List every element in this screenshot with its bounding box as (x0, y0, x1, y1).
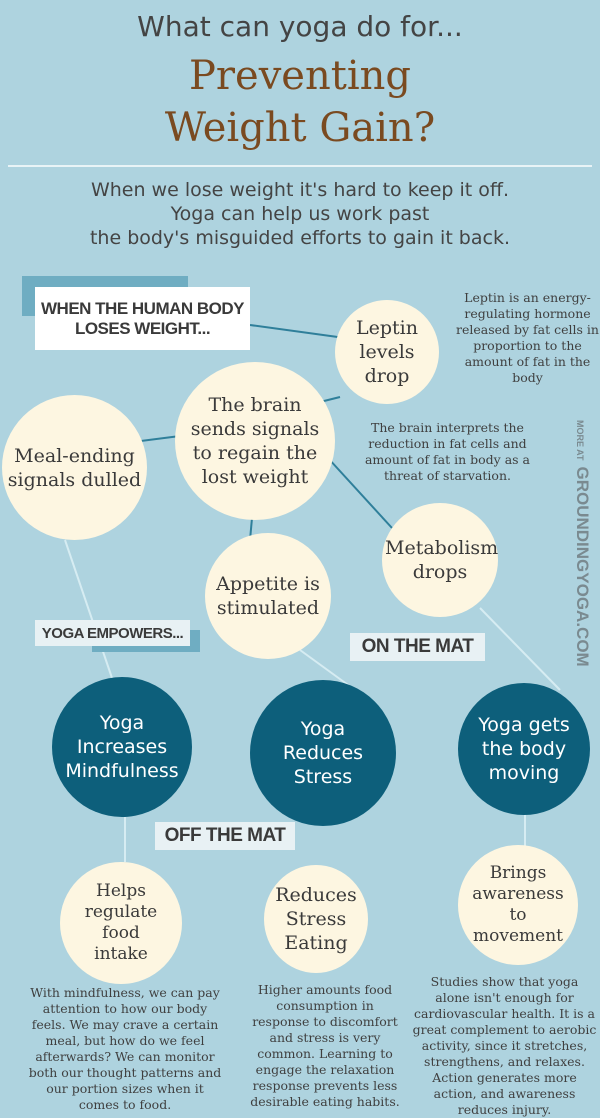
bubble-text: Metabolism drops (385, 537, 499, 583)
bubble-stress-eating: Reduces Stress Eating (264, 865, 368, 973)
bubble-meal-ending: Meal-ending signals dulled (2, 395, 147, 540)
label-body-loses-weight: WHEN THE HUMAN BODY LOSES WEIGHT... (35, 287, 250, 350)
bubble-text: Meal-ending signals dulled (7, 444, 142, 491)
label-yoga-empowers: YOGA EMPOWERS... (35, 620, 190, 646)
subtitle: When we lose weight it's hard to keep it… (0, 178, 600, 250)
bubble-appetite: Appetite is stimulated (205, 533, 331, 659)
page-title: Preventing Weight Gain? (0, 50, 600, 154)
subtitle-line: When we lose weight it's hard to keep it… (90, 179, 510, 201)
bubble-yoga-mindfulness: Yoga Increases Mindfulness (52, 677, 192, 817)
title-line-1: Preventing (189, 53, 411, 99)
bubble-text: Yoga gets the body moving (478, 714, 570, 784)
bubble-text: Brings awareness to movement (472, 863, 564, 946)
bubble-awareness: Brings awareness to movement (458, 845, 578, 965)
note-moving: Studies show that yoga alone isn't enoug… (412, 974, 597, 1117)
bubble-brain: The brain sends signals to regain the lo… (175, 362, 335, 520)
bubble-metabolism: Metabolism drops (382, 503, 498, 617)
bubble-yoga-body-moving: Yoga gets the body moving (458, 683, 590, 815)
note-leptin: Leptin is an energy-regulating hormone r… (456, 290, 599, 385)
bubble-food-intake: Helps regulate food intake (60, 862, 182, 984)
label-off-the-mat: OFF THE MAT (155, 822, 295, 850)
bubble-text: Leptin levels drop (356, 317, 418, 387)
bubble-text: Yoga Increases Mindfulness (65, 712, 179, 782)
bubble-text: Appetite is stimulated (216, 573, 320, 619)
subtitle-line: Yoga can help us work past (170, 203, 430, 225)
subtitle-line: the body's misguided efforts to gain it … (89, 227, 511, 249)
credit-prefix: MORE AT (575, 420, 585, 461)
note-stress: Higher amounts food consumption in respo… (250, 982, 400, 1109)
bubble-text: Yoga Reduces Stress (282, 718, 364, 788)
bubble-text: Helps regulate food intake (84, 881, 158, 964)
site-credit[interactable]: MORE AT GROUNDINGYOGA.COM (572, 420, 592, 667)
bubble-text: The brain sends signals to regain the lo… (190, 394, 320, 488)
bubble-leptin: Leptin levels drop (335, 300, 439, 404)
note-mindfulness: With mindfulness, we can pay attention t… (28, 985, 222, 1112)
label-on-the-mat: ON THE MAT (350, 633, 485, 661)
title-line-2: Weight Gain? (164, 105, 436, 151)
kicker: What can yoga do for... (137, 10, 463, 43)
bubble-yoga-reduces-stress: Yoga Reduces Stress (250, 680, 396, 826)
bubble-text: Reduces Stress Eating (275, 884, 357, 954)
credit-site[interactable]: GROUNDINGYOGA.COM (573, 466, 592, 667)
label-line: LOSES WEIGHT... (74, 318, 211, 338)
label-line: WHEN THE HUMAN BODY (41, 298, 245, 318)
note-brain: The brain interprets the reduction in fa… (364, 420, 530, 483)
divider (8, 165, 592, 167)
